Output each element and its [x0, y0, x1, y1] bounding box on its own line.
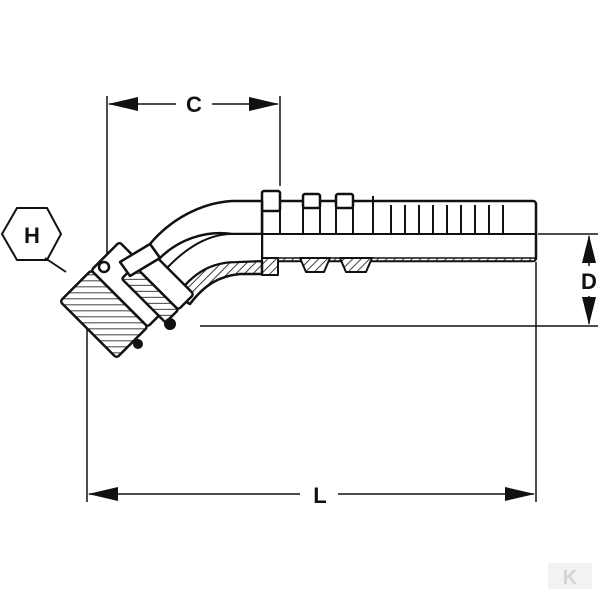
- arrowhead-l-right: [505, 487, 535, 501]
- hex-size-label: H: [24, 223, 40, 248]
- arrowhead-l-left: [88, 487, 118, 501]
- tail-collar: [260, 189, 282, 213]
- arrowhead-d-bottom: [582, 297, 596, 325]
- arrowhead-c-right: [249, 97, 279, 111]
- nut-hole: [97, 260, 111, 274]
- dimension-d: [200, 233, 598, 327]
- hex-leader-line: [44, 257, 67, 273]
- dimension-d-label: D: [581, 269, 597, 294]
- dimension-l: [86, 262, 537, 502]
- arrowhead-c-left: [108, 97, 138, 111]
- dimension-c-label: C: [186, 92, 202, 117]
- hexagon-icon: [0, 207, 63, 261]
- fitting-body: [60, 189, 538, 358]
- dimension-l-label: L: [313, 483, 326, 508]
- arrowhead-d-top: [582, 235, 596, 263]
- hex-callout: [0, 207, 67, 273]
- svg-text:K: K: [563, 567, 578, 589]
- oring-marker: [164, 318, 176, 330]
- brand-logo-watermark: K: [548, 563, 592, 589]
- elbow-neck: [118, 242, 162, 278]
- oring-marker-2: [133, 339, 143, 349]
